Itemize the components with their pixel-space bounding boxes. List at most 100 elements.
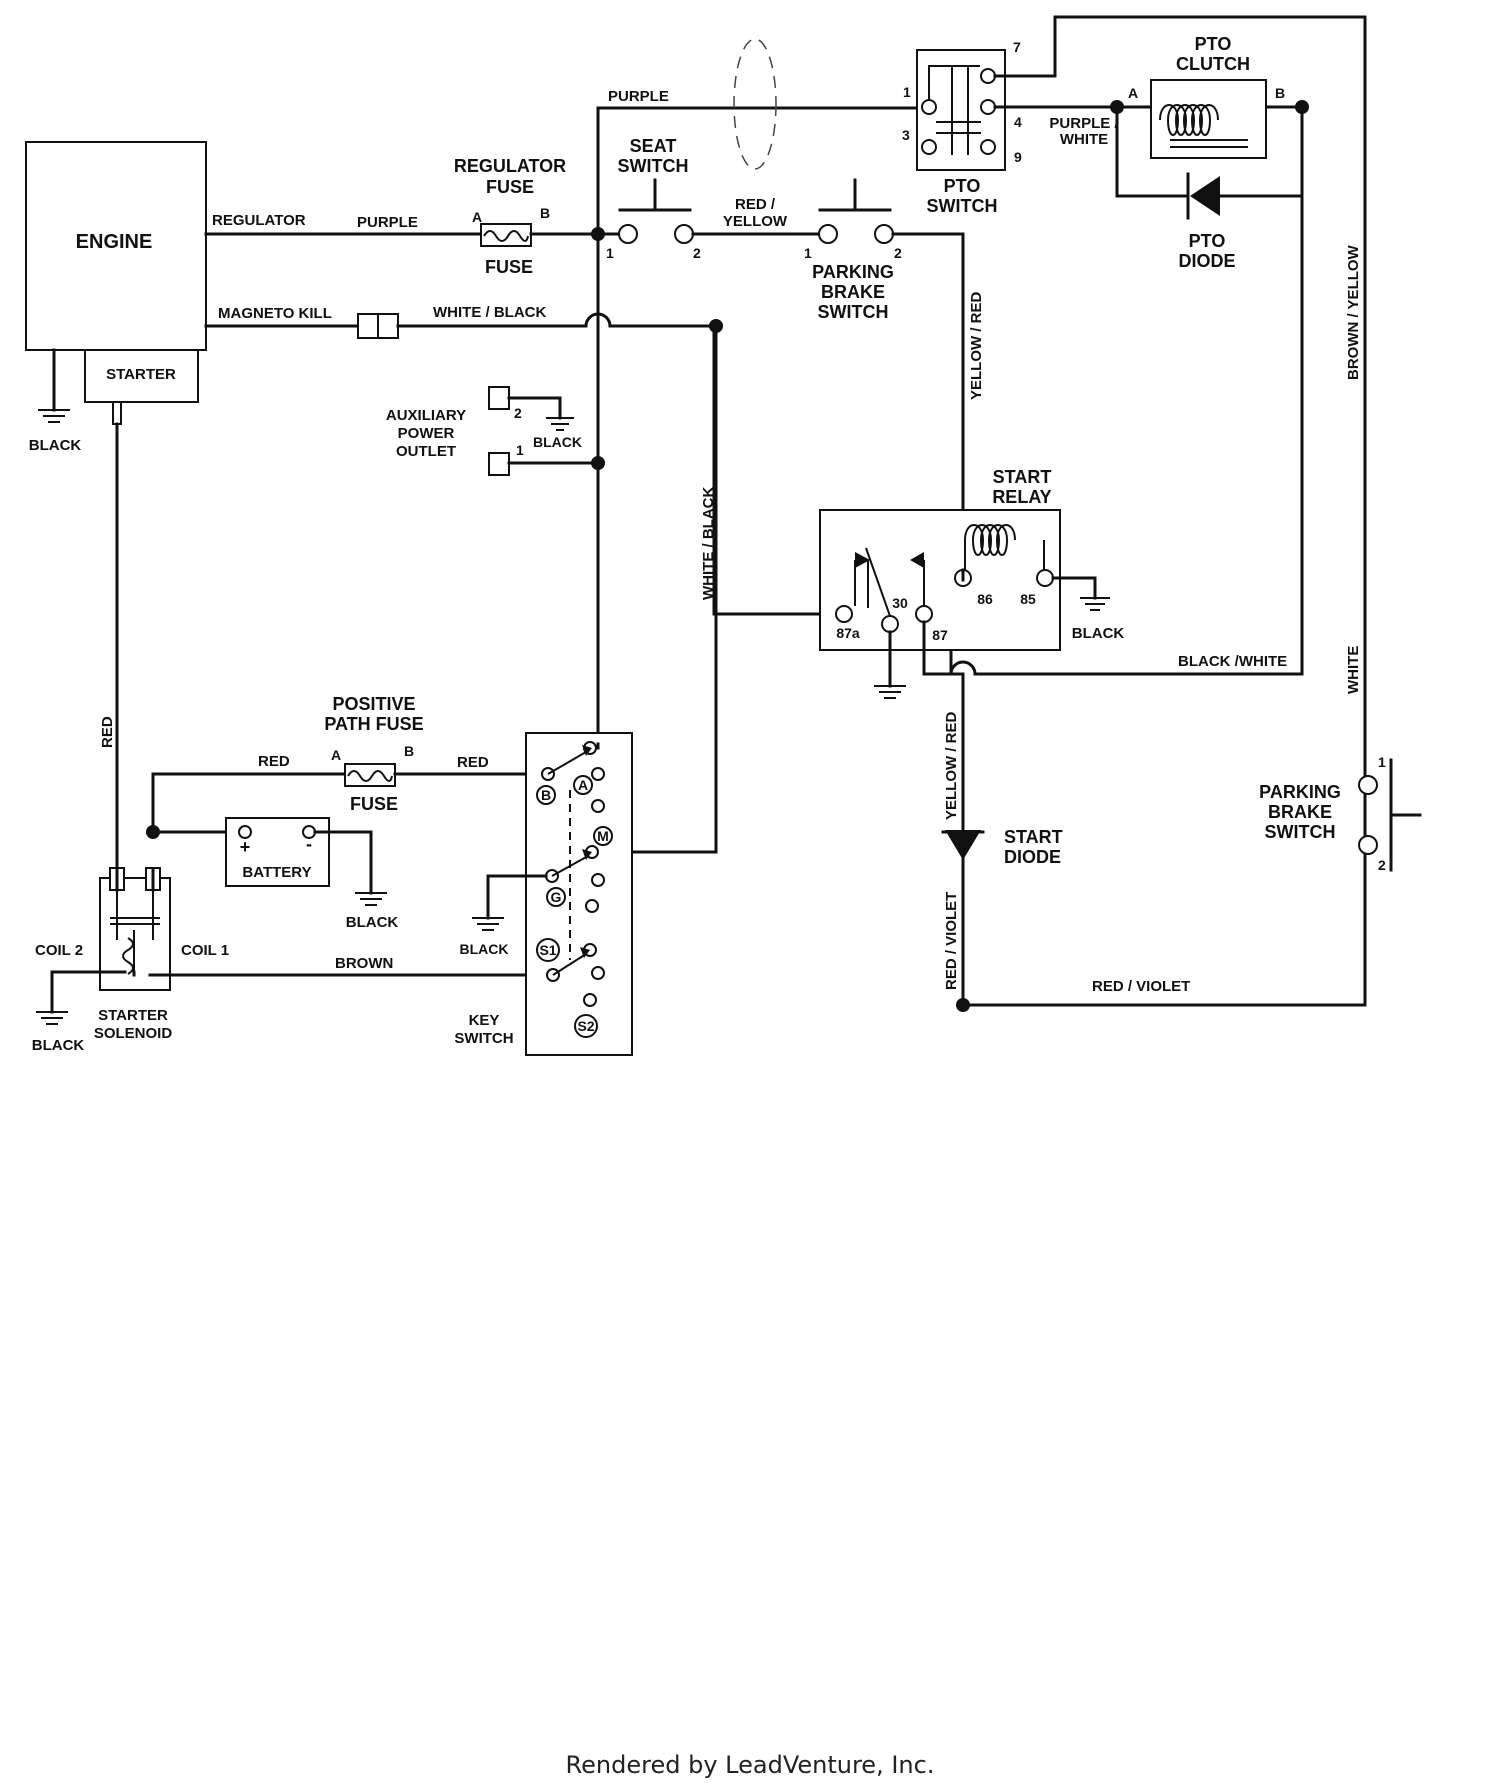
- battery-plus: +: [240, 837, 251, 857]
- battery-label: BATTERY: [242, 864, 311, 881]
- white-black-wire: WHITE / BLACK: [593, 319, 723, 854]
- pto-switch: 1 3 7 4 9 PTO SWITCH PURPLE / WHITE: [902, 15, 1367, 1007]
- start-relay: START RELAY 87a 30 87 86 85 BLACK: [819, 467, 1125, 1007]
- engine: ENGINE STARTER: [25, 141, 207, 403]
- parking-brake-bottom-pin-2: 2: [1378, 857, 1386, 873]
- regulator-wire: REGULATOR PURPLE: [204, 212, 482, 236]
- key-pin-g: G: [551, 889, 562, 905]
- parking-brake-top-pin-2: 2: [894, 245, 902, 261]
- key-pin-s2: S2: [577, 1018, 594, 1034]
- relay-pin-87a: 87a: [836, 625, 860, 641]
- engine-ground: BLACK: [29, 348, 82, 454]
- parking-brake-bottom-title-2: BRAKE: [1268, 802, 1332, 822]
- parking-brake-bottom-title-3: SWITCH: [1265, 822, 1336, 842]
- relay-pin-30: 30: [892, 595, 908, 611]
- red-violet-vertical-label: RED / VIOLET: [943, 892, 960, 990]
- coil-1-label: COIL 1: [181, 942, 229, 959]
- auxiliary-power-outlet: AUXILIARY POWER OUTLET 2 BLACK 1: [386, 386, 600, 476]
- start-diode-title-2: DIODE: [1004, 847, 1061, 867]
- positive-path-title-1: POSITIVE: [332, 694, 415, 714]
- pto-clutch-b: B: [1275, 85, 1285, 101]
- key-pin-a: A: [578, 777, 588, 793]
- white-black-vertical-label: WHITE / BLACK: [700, 487, 717, 600]
- relay-pin-85: 85: [1020, 591, 1036, 607]
- pto-clutch: PTO CLUTCH A B: [1110, 34, 1309, 198]
- aux-label-1: AUXILIARY: [386, 407, 466, 424]
- regulator-wire-label: REGULATOR: [212, 212, 306, 229]
- white-label: WHITE: [1345, 646, 1362, 694]
- pto-switch-pin-7: 7: [1013, 39, 1021, 55]
- coil-2-label: COIL 2: [35, 942, 83, 959]
- magneto-kill-label: MAGNETO KILL: [218, 305, 332, 322]
- starter-solenoid-title-2: SOLENOID: [94, 1025, 173, 1042]
- regulator-fuse-label: FUSE: [485, 257, 533, 277]
- pto-switch-pin-1: 1: [903, 84, 911, 100]
- pos-path-red-left: RED: [258, 753, 290, 770]
- purple-bus: PURPLE: [591, 38, 928, 746]
- battery-ground-black: BLACK: [346, 914, 399, 931]
- pto-switch-title-2: SWITCH: [927, 196, 998, 216]
- start-diode-title-1: START: [1004, 827, 1063, 847]
- battery: + - BATTERY BLACK: [151, 817, 399, 931]
- key-switch-title-2: SWITCH: [454, 1030, 513, 1047]
- purple-white-label-2: WHITE: [1060, 131, 1108, 148]
- relay-ground-black-label: BLACK: [1072, 625, 1125, 642]
- seat-switch-pin-2: 2: [693, 245, 701, 261]
- regulator-fuse-title-2: FUSE: [486, 177, 534, 197]
- engine-ground-black-label: BLACK: [29, 437, 82, 454]
- aux-black-label: BLACK: [533, 434, 582, 450]
- parking-brake-switch-bottom: WHITE 1 2 PARKING BRAKE SWITCH: [1259, 646, 1422, 1007]
- starter-red-label: RED: [99, 716, 116, 748]
- aux-label-2: POWER: [398, 425, 455, 442]
- solenoid-ground-black: BLACK: [32, 1037, 85, 1054]
- aux-pin-2: 2: [514, 405, 522, 421]
- pto-switch-pin-3: 3: [902, 127, 910, 143]
- purple-bus-label: PURPLE: [608, 88, 669, 105]
- seat-switch-title-2: SWITCH: [618, 156, 689, 176]
- key-switch-title-1: KEY: [469, 1012, 500, 1029]
- parking-brake-top-pin-1: 1: [804, 245, 812, 261]
- starter-solenoid: COIL 2 COIL 1 BLACK STARTER SOLENOID BRO…: [32, 867, 552, 1054]
- yellow-red-upper-label: YELLOW / RED: [968, 292, 985, 401]
- seat-switch-title-1: SEAT: [630, 136, 677, 156]
- aux-pin-1: 1: [516, 442, 524, 458]
- pos-path-a: A: [331, 747, 341, 763]
- black-white-label: BLACK /WHITE: [1178, 653, 1287, 670]
- starter-label: STARTER: [106, 366, 176, 383]
- key-pin-m: M: [597, 828, 609, 844]
- parking-brake-bottom-pin-1: 1: [1378, 754, 1386, 770]
- regulator-fuse: REGULATOR FUSE A B FUSE: [454, 156, 600, 277]
- parking-brake-top-title-2: BRAKE: [821, 282, 885, 302]
- parking-brake-bottom-title-1: PARKING: [1259, 782, 1341, 802]
- parking-brake-top-title-3: SWITCH: [818, 302, 889, 322]
- seat-switch: SEAT SWITCH 1 2 RED / YELLOW: [596, 136, 820, 261]
- pto-switch-pin-4: 4: [1014, 114, 1022, 130]
- starter-solenoid-title-1: STARTER: [98, 1007, 168, 1024]
- start-diode: YELLOW / RED START DIODE RED / VIOLET RE…: [941, 712, 1190, 1012]
- starter-red-wire: RED: [99, 401, 122, 872]
- magneto-white-black-label: WHITE / BLACK: [433, 304, 546, 321]
- relay-pin-87: 87: [932, 627, 948, 643]
- parking-brake-switch-top: 1 2 PARKING BRAKE SWITCH YELLOW / RED: [804, 178, 985, 582]
- parking-brake-top-title-1: PARKING: [812, 262, 894, 282]
- pto-switch-pin-9: 9: [1014, 149, 1022, 165]
- purple-white-label-1: PURPLE /: [1049, 115, 1119, 132]
- pto-diode-title-1: PTO: [1189, 231, 1226, 251]
- brown-yellow-wire: BROWN / YELLOW BLACK /WHITE: [949, 105, 1362, 676]
- pos-path-red-right: RED: [457, 754, 489, 771]
- pos-path-fuse-label: FUSE: [350, 794, 398, 814]
- pto-switch-title-1: PTO: [944, 176, 981, 196]
- engine-label: ENGINE: [76, 231, 153, 253]
- magneto-kill-wire: MAGNETO KILL WHITE / BLACK: [204, 304, 828, 616]
- relay-pin-86: 86: [977, 591, 993, 607]
- pto-clutch-a: A: [1128, 85, 1138, 101]
- red-yellow-label-1: RED /: [735, 196, 776, 213]
- aux-label-3: OUTLET: [396, 443, 456, 460]
- yellow-red-lower-label: YELLOW / RED: [943, 712, 960, 821]
- regulator-fuse-b: B: [540, 205, 550, 221]
- pto-diode-title-2: DIODE: [1178, 251, 1235, 271]
- key-switch: B A M G BLACK S1 S2 KEY SWITCH: [454, 732, 633, 1056]
- positive-path-title-2: PATH FUSE: [324, 714, 423, 734]
- brown-yellow-label: BROWN / YELLOW: [1345, 244, 1362, 380]
- positive-path-fuse: POSITIVE PATH FUSE RED A B FUSE RED: [146, 694, 550, 839]
